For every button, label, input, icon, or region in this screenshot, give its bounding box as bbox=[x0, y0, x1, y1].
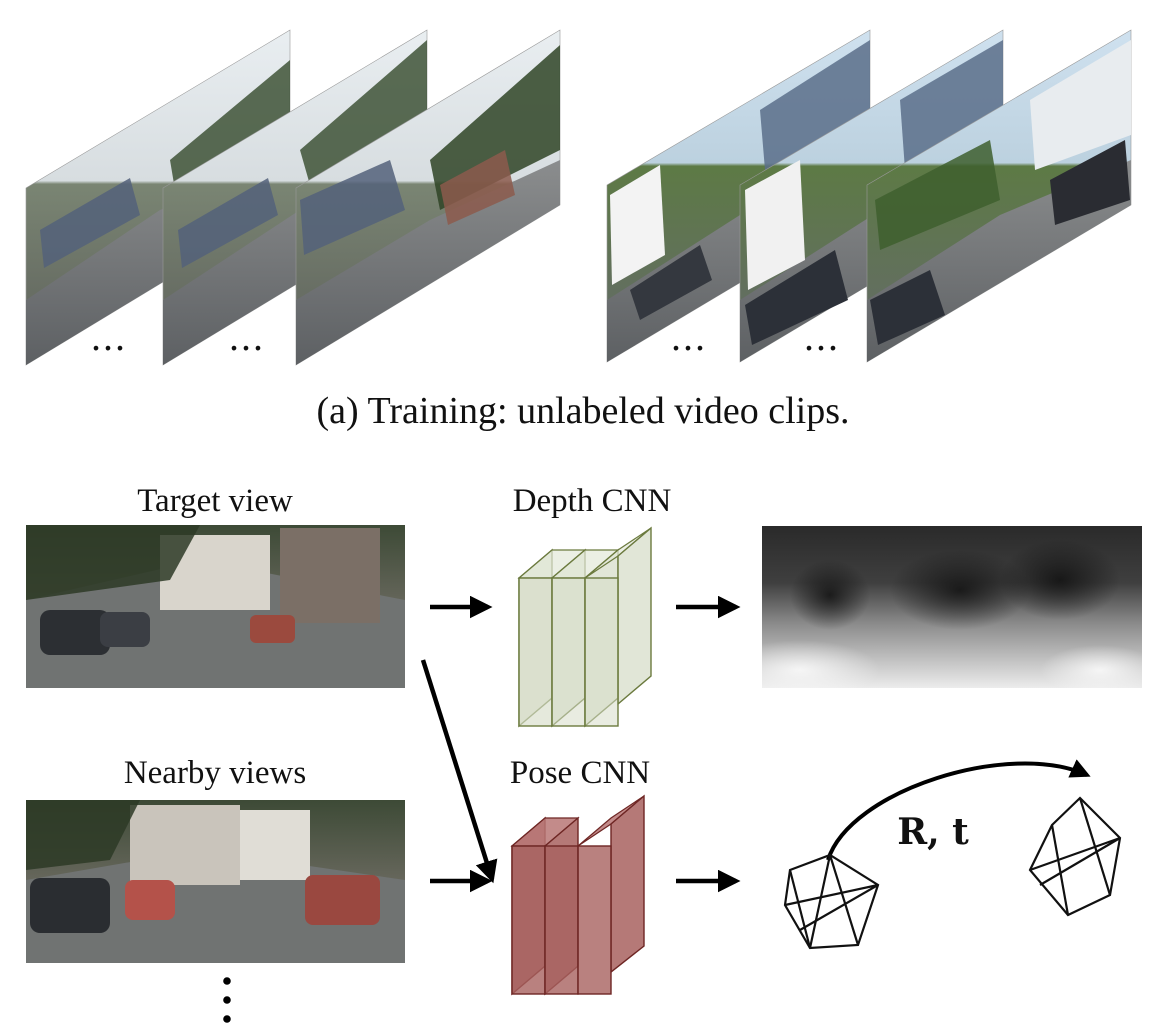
depth-cnn-icon bbox=[517, 526, 652, 728]
target-view-image bbox=[26, 525, 405, 688]
video-frame bbox=[866, 29, 1132, 363]
ellipsis: … bbox=[90, 318, 126, 359]
pose-output-label: R, t bbox=[897, 811, 969, 853]
video-frame bbox=[606, 29, 871, 363]
clip-group-right: … … bbox=[606, 29, 1132, 363]
depth-cnn-label: Depth CNN bbox=[513, 483, 672, 519]
target-view-label: Target view bbox=[137, 483, 293, 519]
arrows bbox=[420, 595, 1091, 893]
nearby-view-image bbox=[26, 800, 405, 963]
ellipsis: … bbox=[670, 318, 706, 359]
depth-map-output bbox=[720, 526, 1160, 700]
ellipsis: … bbox=[228, 318, 264, 359]
pose-cnn-icon bbox=[510, 794, 645, 996]
nearby-views-label: Nearby views bbox=[124, 755, 306, 791]
camera-pose-source bbox=[783, 853, 880, 950]
pose-cnn-label: Pose CNN bbox=[510, 755, 650, 791]
vertical-ellipsis-icon bbox=[223, 977, 231, 1023]
clip-group-left: … … bbox=[25, 29, 561, 366]
camera-pose-target bbox=[1028, 796, 1122, 917]
curved-arrow-icon bbox=[826, 759, 1091, 861]
caption-a: (a) Training: unlabeled video clips. bbox=[317, 390, 850, 432]
ellipsis: … bbox=[803, 318, 839, 359]
diagonal-arrow-icon bbox=[420, 659, 498, 884]
video-frame bbox=[295, 29, 561, 366]
